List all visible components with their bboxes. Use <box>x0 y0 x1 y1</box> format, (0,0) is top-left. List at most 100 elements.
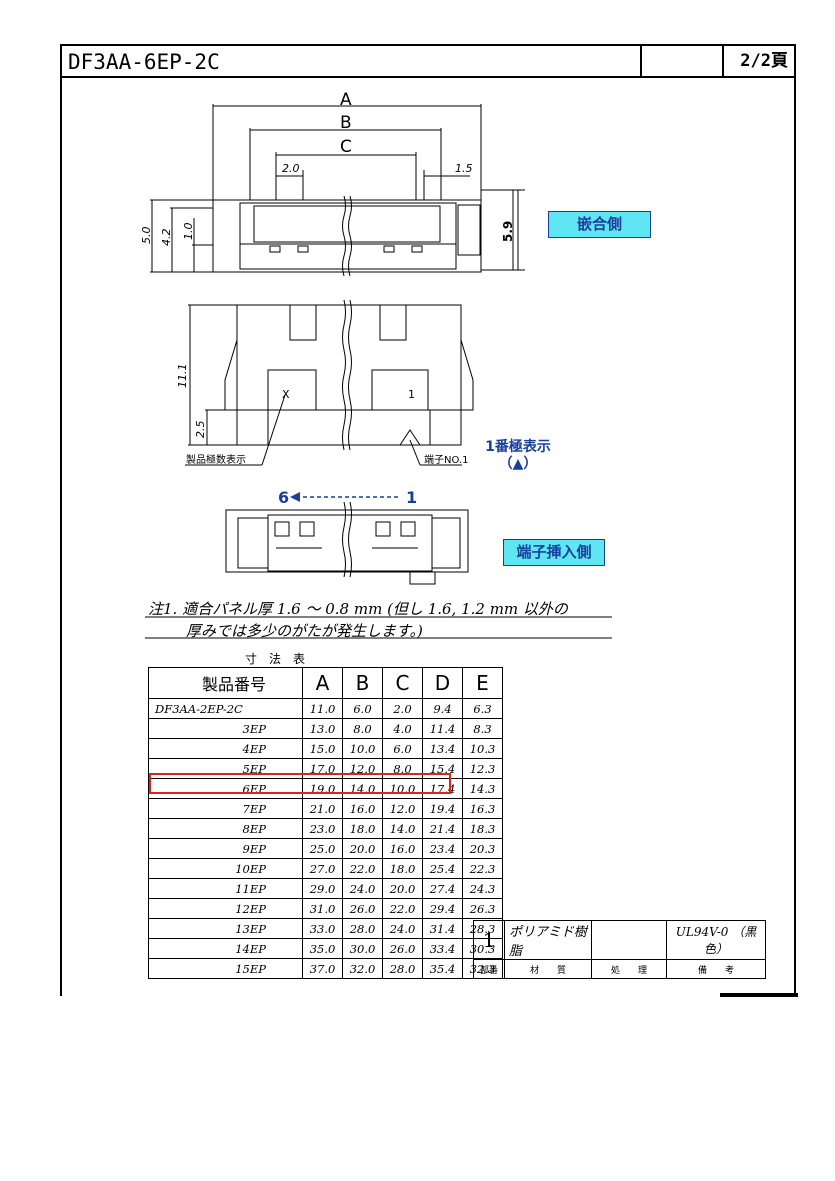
dimension-cell: 8.0 <box>342 718 383 739</box>
dimension-cell: 25.4 <box>422 858 463 879</box>
part-number-cell: 4EP <box>148 738 303 759</box>
material-label-row: 部番 材 質 処 理 備 考 <box>473 959 766 979</box>
part-number-cell: 9EP <box>148 838 303 859</box>
dimension-cell: 29.0 <box>302 878 343 899</box>
dimension-table-header: 製品番号 A B C D E <box>148 667 503 699</box>
dimension-cell: 18.0 <box>342 818 383 839</box>
material-name: ポリアミド樹脂 <box>504 920 592 960</box>
dimension-cell: 16.0 <box>342 798 383 819</box>
dimension-cell: 12.3 <box>462 758 503 779</box>
pin-order-arrow <box>290 492 400 502</box>
drawing-frame: DF3AA-6EP-2C 2/2頁 <box>60 44 796 996</box>
dimension-cell: 11.0 <box>302 698 343 719</box>
dim-1-5: 1.5 <box>455 162 473 175</box>
terminal-no1-label: 端子NO.1 <box>424 453 469 466</box>
material-table: 1 ポリアミド樹脂 UL94V-0 （黒色） 部番 材 質 処 理 備 考 <box>473 920 766 979</box>
dimension-cell: 29.4 <box>422 898 463 919</box>
part-number-cell: 7EP <box>148 798 303 819</box>
dimension-cell: 27.4 <box>422 878 463 899</box>
dimension-cell: 8.3 <box>462 718 503 739</box>
title-block: DF3AA-6EP-2C 2/2頁 <box>62 46 794 78</box>
part-number-title: DF3AA-6EP-2C <box>68 50 220 74</box>
dimension-cell: 21.0 <box>302 798 343 819</box>
material-process <box>591 920 667 960</box>
dimension-cell: 6.0 <box>382 738 423 759</box>
part-number-cell: 11EP <box>148 878 303 899</box>
dimension-cell: 14.0 <box>382 818 423 839</box>
material-row: 1 ポリアミド樹脂 UL94V-0 （黒色） <box>473 920 766 960</box>
dimension-cell: 30.0 <box>342 938 383 959</box>
dimension-cell: 19.4 <box>422 798 463 819</box>
dimension-cell: 23.4 <box>422 838 463 859</box>
mating-side-label: 嵌合側 <box>548 211 651 238</box>
bottom-view <box>225 501 469 585</box>
dimension-cell: 35.0 <box>302 938 343 959</box>
part-number-cell: 12EP <box>148 898 303 919</box>
pin-mark-x: X <box>282 388 290 401</box>
dimension-cell: 37.0 <box>302 958 343 979</box>
label-material: 材 質 <box>504 959 592 979</box>
dimension-cell: 20.0 <box>342 838 383 859</box>
dimension-cell: 15.0 <box>302 738 343 759</box>
dim-5-9: 5.9 <box>501 221 515 242</box>
dimension-cell: 20.3 <box>462 838 503 859</box>
dimension-cell: 32.0 <box>342 958 383 979</box>
dimension-cell: 13.0 <box>302 718 343 739</box>
dimension-cell: 22.3 <box>462 858 503 879</box>
dimension-cell: 26.0 <box>342 898 383 919</box>
dimension-cell: 35.4 <box>422 958 463 979</box>
part-number-cell: 14EP <box>148 938 303 959</box>
col-b: B <box>342 667 383 699</box>
dimension-cell: 22.0 <box>342 858 383 879</box>
dimension-cell: 6.3 <box>462 698 503 719</box>
title-empty-cell <box>640 46 724 76</box>
col-d: D <box>422 667 463 699</box>
pin-count-label: 製品極数表示 <box>186 453 246 466</box>
dimension-cell: 27.0 <box>302 858 343 879</box>
part-number-cell: DF3AA-2EP-2C <box>148 698 303 719</box>
dim-b-label: B <box>340 113 352 133</box>
part-number-cell: 8EP <box>148 818 303 839</box>
dimension-cell: 14.3 <box>462 778 503 799</box>
label-process: 処 理 <box>591 959 667 979</box>
col-e: E <box>462 667 503 699</box>
dimension-cell: 33.4 <box>422 938 463 959</box>
part-number-cell: 10EP <box>148 858 303 879</box>
dimension-cell: 28.0 <box>342 918 383 939</box>
part-number-cell: 15EP <box>148 958 303 979</box>
dimension-cell: 24.0 <box>342 878 383 899</box>
pin-mark-1: 1 <box>408 388 415 401</box>
col-part-number: 製品番号 <box>148 667 303 699</box>
note-line-1: 注1. 適合パネル厚 1.6 ～ 0.8 mm (但し 1.6, 1.2 mm … <box>148 600 568 618</box>
dimension-cell: 10.0 <box>342 738 383 759</box>
dimension-cell: 18.3 <box>462 818 503 839</box>
dim-c-label: C <box>340 137 352 157</box>
material-remark: UL94V-0 （黒色） <box>666 920 766 960</box>
dimension-cell: 13.4 <box>422 738 463 759</box>
dimension-cell: 21.4 <box>422 818 463 839</box>
dimension-cell: 9.4 <box>422 698 463 719</box>
part-number-cell: 13EP <box>148 918 303 939</box>
dim-11-1: 11.1 <box>176 364 189 389</box>
dimension-cell: 22.0 <box>382 898 423 919</box>
front-view <box>185 299 474 466</box>
dimension-cell: 24.0 <box>382 918 423 939</box>
dim-pitch: 2.0 <box>282 162 300 175</box>
dimension-cell: 16.0 <box>382 838 423 859</box>
insert-side-label: 端子挿入側 <box>503 539 605 566</box>
dimension-cell: 20.0 <box>382 878 423 899</box>
dimension-cell: 2.0 <box>382 698 423 719</box>
label-part-no: 部番 <box>473 959 505 979</box>
dimension-cell: 6.0 <box>342 698 383 719</box>
